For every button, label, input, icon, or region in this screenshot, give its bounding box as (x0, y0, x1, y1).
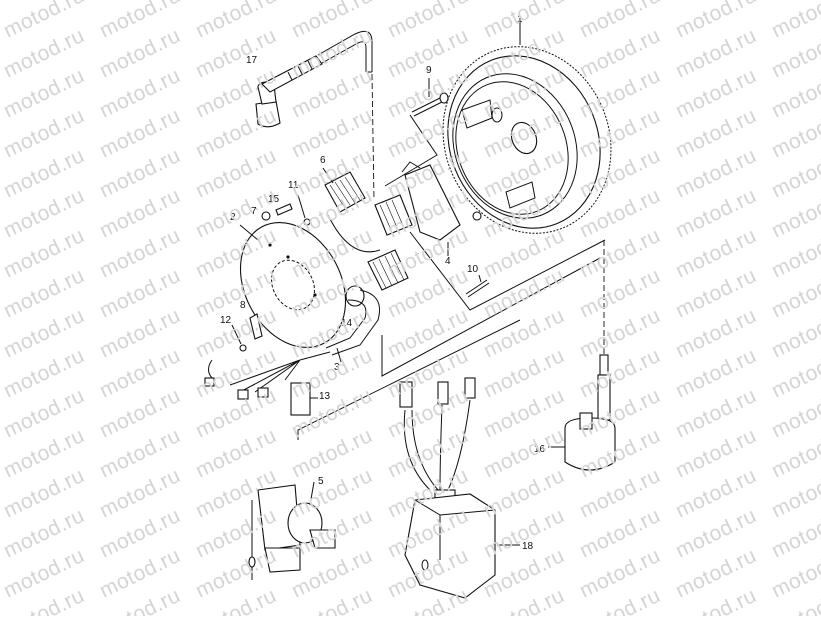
ignition-coil-part (548, 240, 616, 471)
callout-17: 17 (246, 55, 258, 66)
stator-coils-part (322, 167, 413, 291)
callout-14: 14 (341, 318, 353, 329)
callout-7: 7 (251, 206, 257, 217)
grommet-harness-part (204, 257, 601, 440)
callout-8: 8 (240, 300, 246, 311)
callout-10: 10 (467, 264, 479, 275)
callout-4: 4 (445, 256, 451, 267)
exciter-coil-part (401, 161, 606, 311)
callout-13: 13 (319, 391, 331, 402)
starter-solenoid-part (248, 481, 336, 580)
cdi-unit-part (399, 377, 520, 599)
callout-labels: 1 2 3 4 5 6 7 8 9 10 11 12 13 14 15 16 1… (220, 14, 546, 552)
callout-1: 1 (517, 14, 523, 25)
callout-15: 15 (268, 194, 280, 205)
callout-11: 11 (288, 180, 299, 191)
callout-2: 2 (230, 212, 236, 223)
spark-plug-cap-part (255, 30, 375, 201)
flywheel-part (442, 22, 612, 234)
callout-12: 12 (220, 315, 232, 326)
callout-18: 18 (522, 541, 534, 552)
callout-6: 6 (320, 155, 326, 166)
callout-9: 9 (426, 65, 432, 76)
hardware-parts (231, 194, 490, 352)
callout-5: 5 (318, 476, 324, 487)
stator-plate-part (239, 221, 347, 349)
flywheel-bolt-part (384, 78, 449, 187)
callout-16: 16 (534, 444, 546, 455)
callout-3: 3 (334, 362, 340, 373)
